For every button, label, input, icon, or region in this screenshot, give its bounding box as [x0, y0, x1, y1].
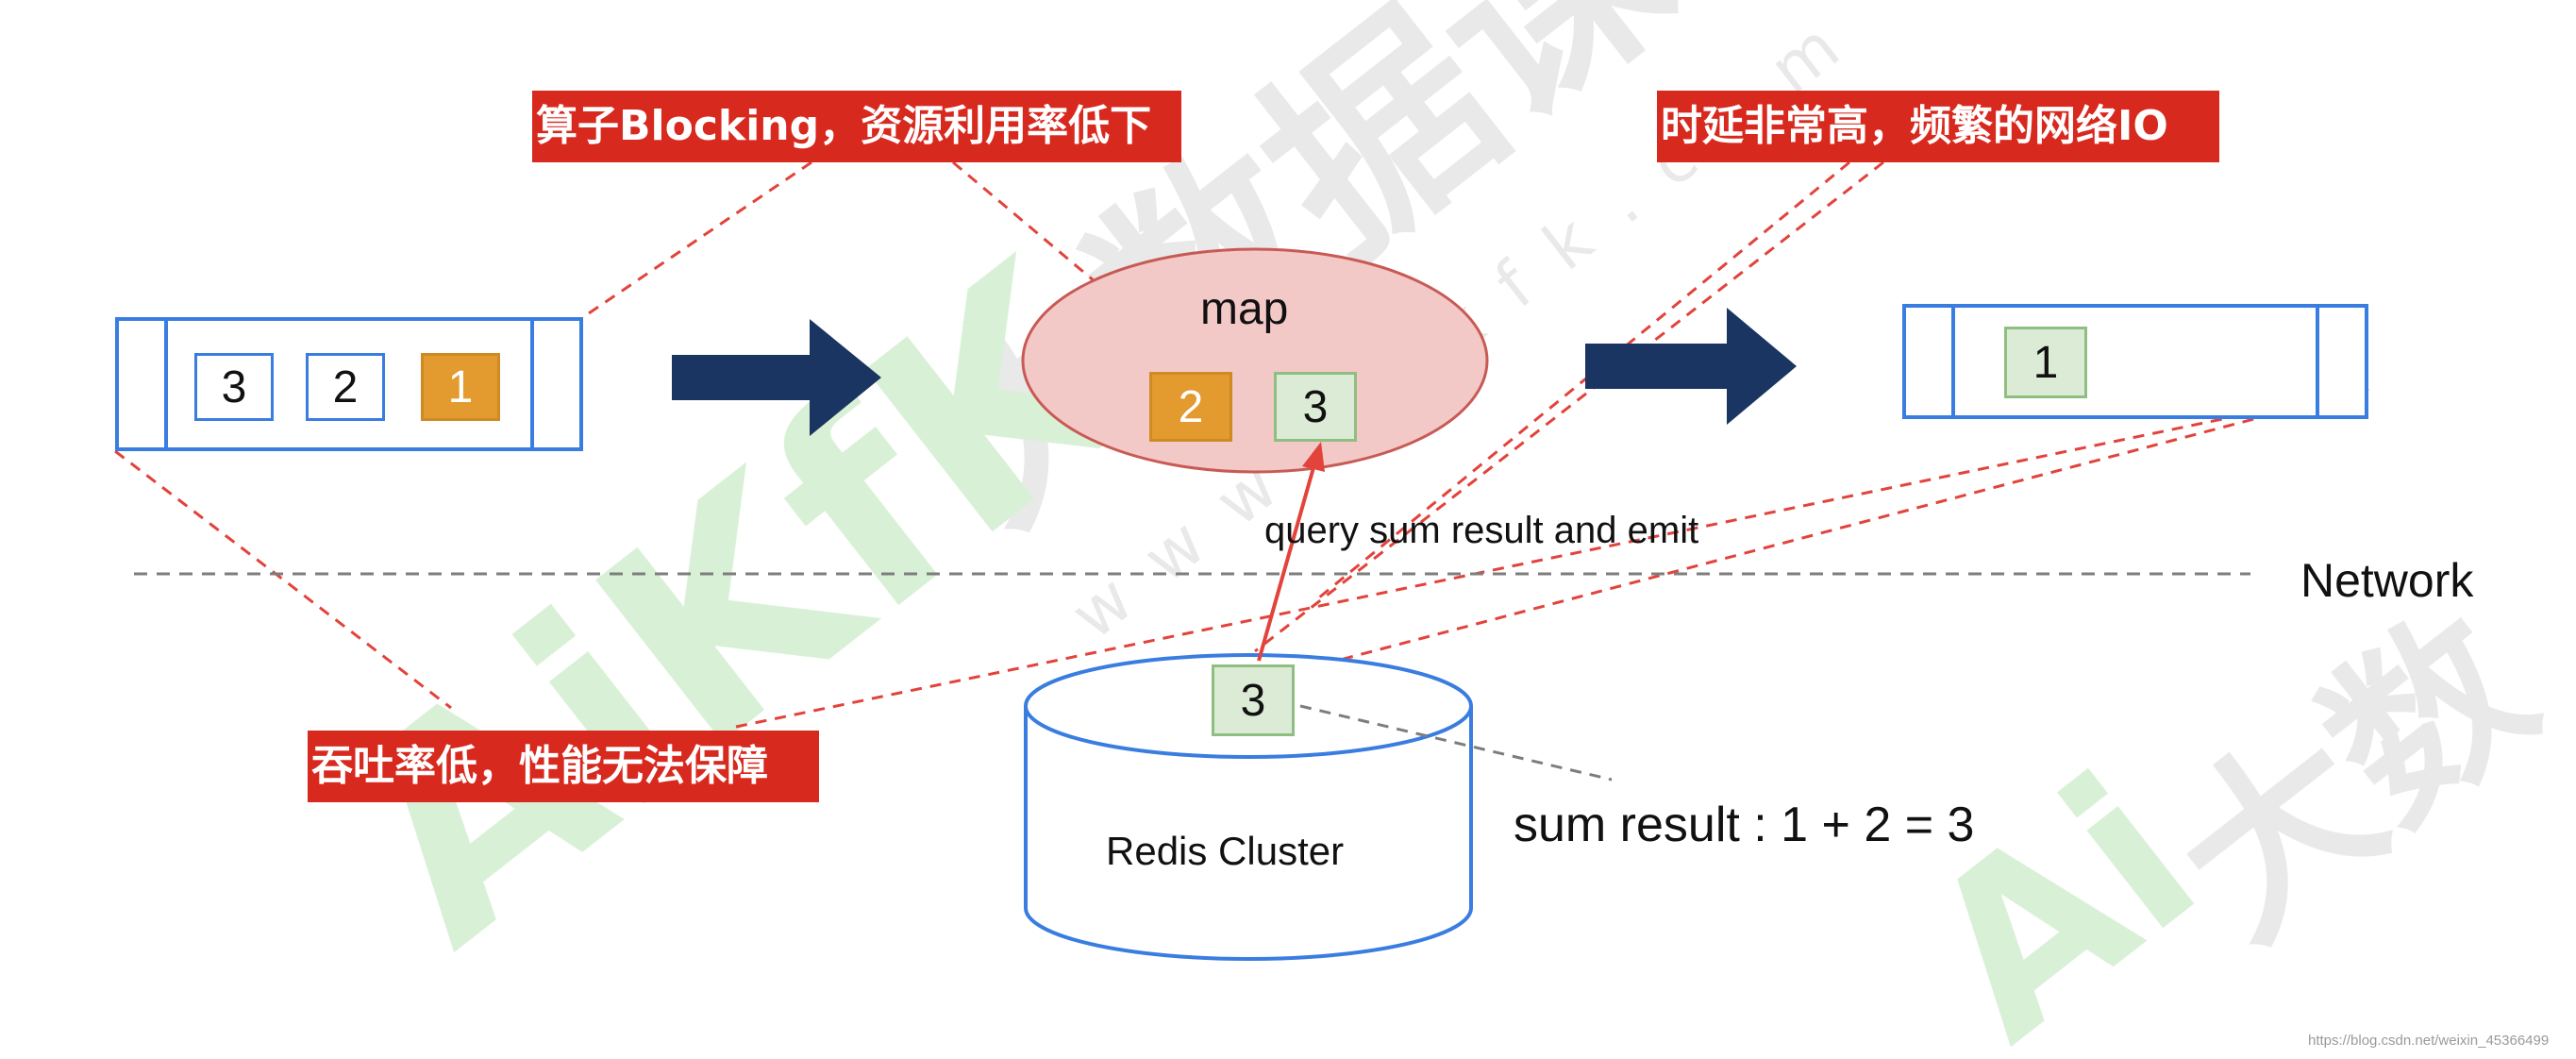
latency-line-left	[1313, 160, 1850, 604]
blocking-label: 算子Blocking，资源利用率低下	[532, 91, 1181, 162]
input-item: 1	[421, 353, 500, 421]
flow-arrow-icon	[672, 319, 881, 436]
map-label: map	[1200, 284, 1289, 334]
sum-result-label: sum result : 1 + 2 = 3	[1514, 798, 1975, 852]
input-item: 3	[194, 353, 274, 421]
flow-arrow-icon-2	[1585, 308, 1797, 425]
redis-label: Redis Cluster	[1106, 829, 1345, 873]
latency-line-right	[1207, 387, 2369, 697]
throughput-line-right	[735, 387, 2369, 729]
source-footer: https://blog.csdn.net/weixin_45366499	[2308, 1033, 2550, 1049]
query-arrow-icon	[1257, 442, 1325, 662]
output-item: 1	[2004, 327, 2087, 398]
sum-result-pointer	[1299, 704, 1613, 782]
input-item: 2	[306, 353, 385, 421]
blocking-line-left	[582, 160, 812, 319]
throughput-label: 吞吐率低，性能无法保障	[308, 731, 819, 802]
map-operator-shape	[1021, 247, 1489, 474]
annotation-lines	[114, 160, 2369, 729]
latency-line-middle	[1254, 160, 1884, 653]
throughput-line-left	[114, 449, 452, 710]
blocking-line-right	[952, 160, 1096, 283]
query-label: query sum result and emit	[1264, 510, 1699, 551]
map-item: 3	[1274, 372, 1357, 442]
redis-item: 3	[1212, 664, 1295, 736]
output-queue	[1902, 304, 2368, 419]
map-item: 2	[1149, 372, 1232, 442]
network-label: Network	[2300, 554, 2474, 607]
latency-label: 时延非常高，频繁的网络IO	[1657, 91, 2219, 162]
